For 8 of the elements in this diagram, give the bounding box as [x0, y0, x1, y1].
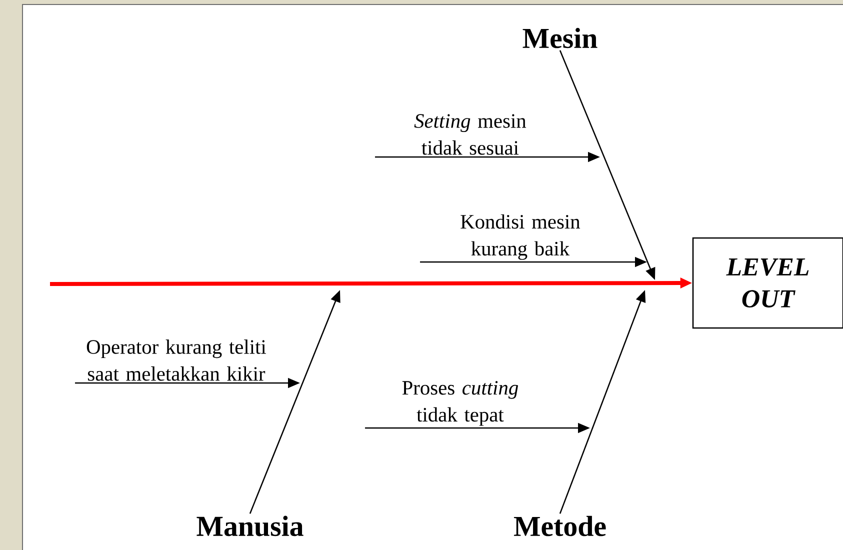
- effect-box: LEVEL OUT: [692, 237, 843, 329]
- category-label: Manusia: [196, 516, 304, 536]
- cause-text: Kondisi mesin kurang baik: [460, 214, 580, 260]
- category-label: Mesin: [522, 28, 598, 48]
- category-label: Metode: [514, 516, 606, 536]
- cause-text: Setting mesin tidak sesuai: [414, 114, 526, 155]
- cause-text: Proses cutting tidak tepat: [402, 381, 518, 426]
- cause-text: Operator kurang teliti saat meletakkan kikir: [86, 340, 266, 381]
